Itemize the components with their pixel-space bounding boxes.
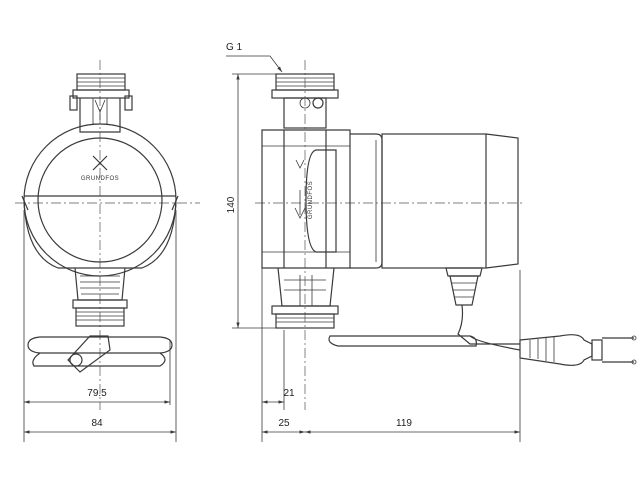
dim-label-140: 140 <box>226 196 237 213</box>
thread-label: G 1 <box>226 42 243 53</box>
left-lug <box>21 195 29 211</box>
side-top-inlet <box>271 73 339 129</box>
side-bottom-outlet <box>271 267 339 329</box>
power-plug <box>519 334 637 366</box>
cable-gland <box>445 267 483 306</box>
side-base-plate <box>328 335 477 347</box>
dim-label-21: 21 <box>283 388 295 399</box>
front-bottom-outlet <box>72 267 128 327</box>
right-lug <box>171 195 179 211</box>
power-cable <box>457 304 521 351</box>
side-pump-housing: GRUNDFOS <box>261 129 351 269</box>
side-brand-text: GRUNDFOS <box>308 181 314 219</box>
front-view: GRUNDFOS 79.5 <box>15 60 200 442</box>
front-top-inlet <box>69 73 133 133</box>
brand-text: GRUNDFOS <box>81 176 119 182</box>
dim-label-25: 25 <box>278 418 290 429</box>
side-motor <box>350 133 519 269</box>
grundfos-logo: GRUNDFOS <box>81 155 119 182</box>
front-body-inner-circle <box>37 137 163 263</box>
thread-leader <box>226 55 283 73</box>
dim-label-84: 84 <box>91 418 103 429</box>
dim-label-79-5: 79.5 <box>87 388 107 399</box>
side-view: G 1 GRUNDFOS <box>226 42 637 442</box>
front-body-lower-shell <box>23 199 177 269</box>
grundfos-x-icon <box>92 155 108 171</box>
dim-label-119: 119 <box>396 418 412 429</box>
